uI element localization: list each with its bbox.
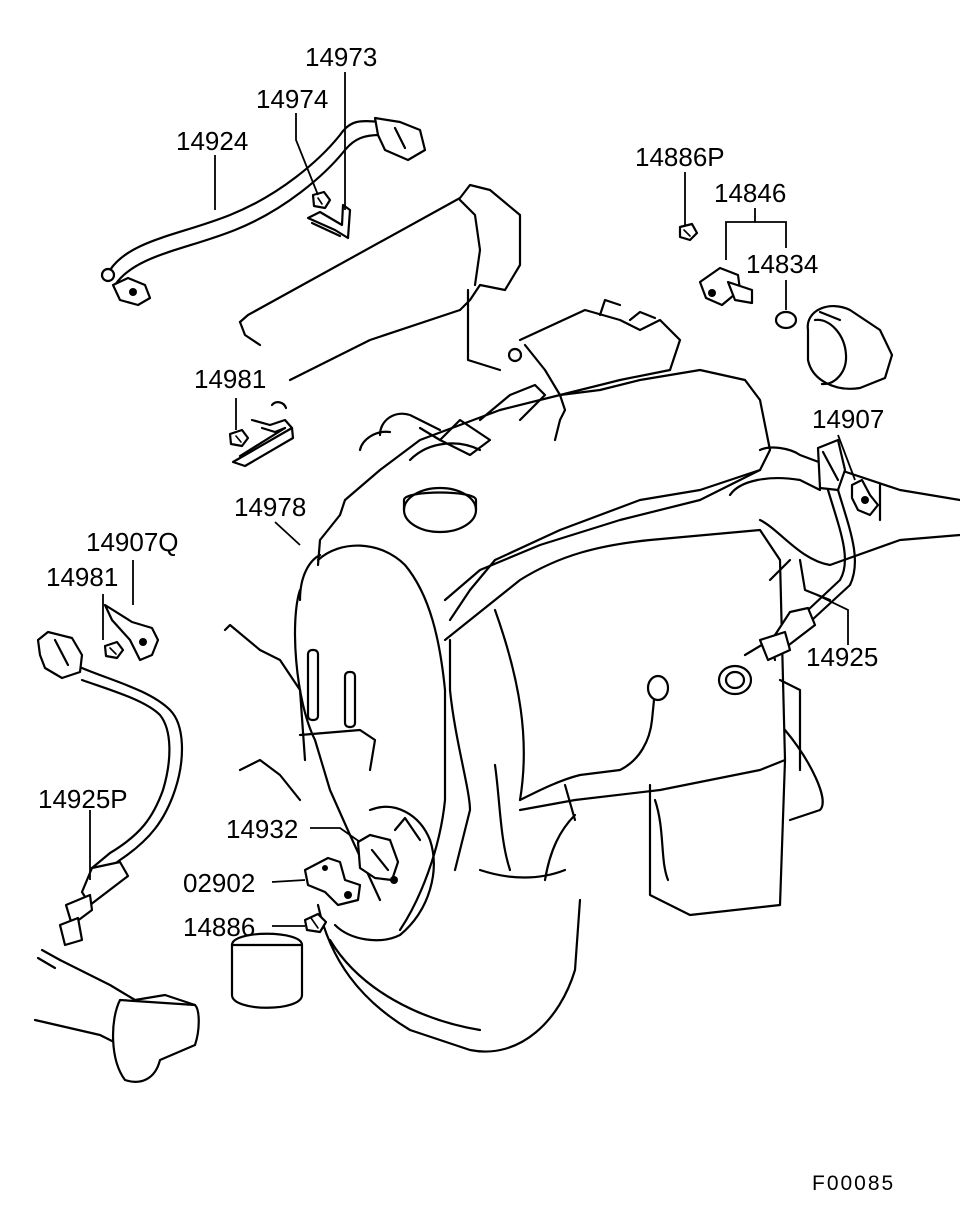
label-14925P: 14925P [38, 784, 128, 814]
part-14925-oxygen-sensor [758, 438, 857, 662]
oil-filter [230, 932, 304, 1009]
part-02902-bracket [303, 856, 362, 907]
valve-cover [316, 368, 772, 622]
part-14932-knock-sensor [356, 833, 400, 884]
label-14886P: 14886P [635, 142, 725, 172]
part-14886P-bolt [678, 222, 699, 242]
label-14925: 14925 [806, 642, 878, 672]
label-14932: 14932 [226, 814, 298, 844]
label-14907: 14907 [812, 404, 884, 434]
label-14834: 14834 [746, 249, 818, 279]
label-14981-left: 14981 [46, 562, 118, 592]
part-14978-bracket [231, 401, 295, 468]
label-14981-top: 14981 [194, 364, 266, 394]
part-14846-cam-sensor [698, 266, 754, 307]
label-14974: 14974 [256, 84, 328, 114]
part-14974-bolt [311, 190, 332, 210]
part-14973-bracket [306, 203, 352, 240]
intake-manifold [238, 183, 522, 382]
cam-sensor-housing [806, 305, 894, 390]
leader-lines [89, 72, 856, 927]
label-02902: 02902 [183, 868, 255, 898]
part-14907-clip [850, 478, 880, 517]
part-14924-harness [100, 116, 427, 307]
part-14925P-oxygen-sensor [36, 630, 183, 947]
part-14907Q-bracket [103, 603, 160, 662]
label-14886: 14886 [183, 912, 255, 942]
part-14981-bolt-top [228, 428, 250, 448]
label-14924: 14924 [176, 126, 248, 156]
throttle-body [418, 298, 682, 457]
part-14886-bolt [303, 912, 328, 934]
part-14834-o-ring [774, 310, 798, 330]
exhaust-pipe [33, 948, 200, 1083]
label-14907Q: 14907Q [86, 527, 179, 557]
engine-assembly [33, 183, 960, 1083]
figure-code: F00085 [812, 1172, 895, 1195]
part-14981-bolt-left [103, 640, 125, 660]
label-14978: 14978 [234, 492, 306, 522]
timing-cover [298, 544, 447, 942]
label-14846: 14846 [714, 178, 786, 208]
label-14973: 14973 [305, 42, 377, 72]
